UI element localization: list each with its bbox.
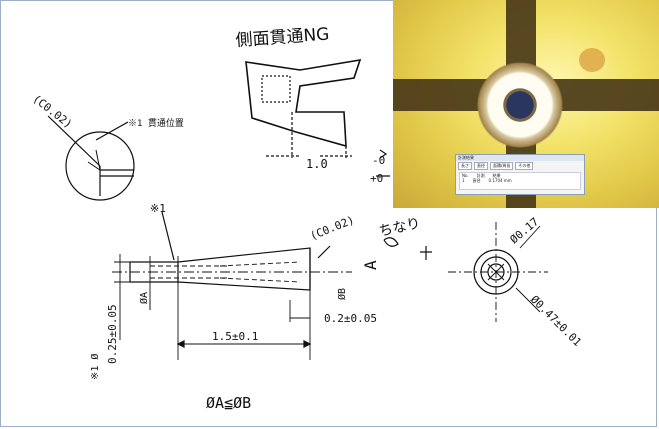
dim-length-label: 1.5±0.1	[212, 330, 258, 343]
measurement-dialog[interactable]: 計測結果 長さ 直径 面積/周長 その他 No. 計測 結果 1 直径 0.17…	[455, 154, 585, 195]
dialog-tab[interactable]: 直径	[474, 162, 488, 170]
dia-outer-label: Ø0.47±0.01	[528, 293, 584, 349]
tolerance-fragment: -0	[372, 154, 385, 167]
table-cell: No.	[462, 173, 469, 178]
condition-label: ØA≦ØB	[206, 394, 251, 412]
table-cell: 1	[462, 178, 465, 183]
side-sketch	[245, 58, 362, 148]
table-cell: 0.1704 mm	[488, 178, 512, 183]
table-row[interactable]: 1 直径 0.1704 mm	[460, 178, 580, 183]
dim-vertical-label: 0.25±0.05	[106, 304, 119, 364]
table-row: No. 計測 結果	[460, 173, 580, 178]
table-cell: 直径	[472, 178, 481, 183]
table-cell: 結果	[492, 173, 501, 178]
dim-one-label: 1.0	[306, 157, 328, 171]
table-cell: 計測	[476, 173, 485, 178]
side-note-label: 側面貫通NG	[235, 24, 330, 51]
photo-ring	[477, 62, 563, 148]
detail-circle	[65, 131, 135, 201]
dialog-tab[interactable]: その他	[515, 162, 534, 170]
photo-blob	[579, 48, 605, 72]
dialog-title: 計測結果	[456, 155, 584, 161]
dialog-tab[interactable]: 面積/周長	[490, 162, 514, 170]
detail-leader	[47, 115, 134, 196]
dia-a-label: ØA	[138, 292, 150, 304]
tolerance-fragment2: +0	[370, 172, 383, 185]
dialog-table: No. 計測 結果 1 直径 0.1704 mm	[459, 172, 581, 190]
chamfer-left-label: (C0.02)	[30, 92, 75, 131]
part-outline	[129, 247, 311, 291]
section-letter: A	[361, 260, 380, 270]
dim-vertical-prefix: ※1 Ø	[89, 354, 101, 380]
note-right-label: ちなり	[378, 216, 422, 240]
dialog-tab[interactable]: 長さ	[458, 162, 472, 170]
note-detail-label: ※1 貫通位置	[128, 117, 184, 129]
note-mark-label: ※1	[150, 202, 166, 215]
chamfer-right-label: (C0.02)	[308, 213, 356, 242]
dialog-tabs: 長さ 直径 面積/周長 その他	[456, 161, 584, 171]
dim-right-label: 0.2±0.05	[324, 312, 377, 325]
dia-b-label: ØB	[336, 288, 348, 300]
